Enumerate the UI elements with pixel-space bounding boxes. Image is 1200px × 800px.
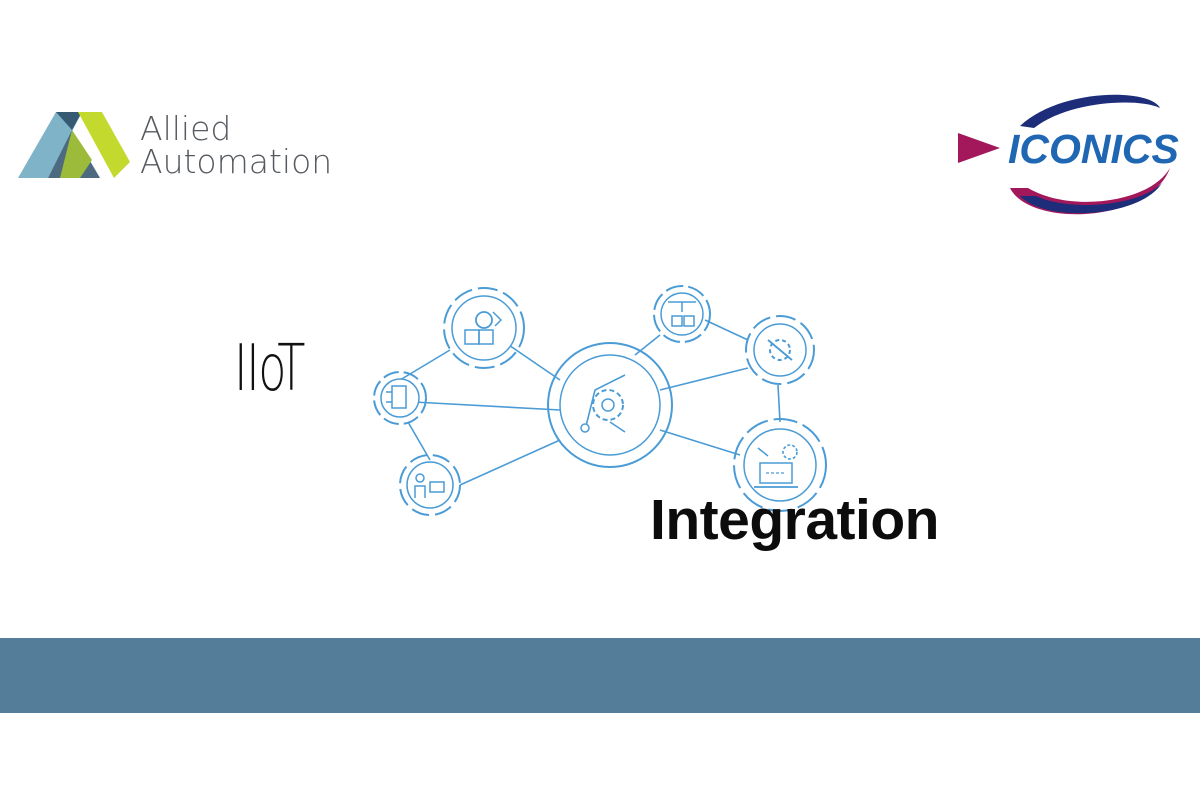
link-line <box>659 429 741 456</box>
iconics-wordmark: ICONICS <box>1008 126 1179 172</box>
integration-title: Integration <box>650 488 940 552</box>
factory-gear-icon <box>443 287 525 369</box>
iiot-title: IIoT <box>234 332 305 406</box>
link-line <box>704 319 749 341</box>
gear-wrench-icon <box>745 315 815 385</box>
iconics-swoosh <box>958 94 1170 215</box>
allied-automation-logo: Allied Automation <box>18 112 338 184</box>
robot-gear-hub-icon <box>547 342 673 468</box>
allied-word-line1: Allied <box>140 109 232 148</box>
laptop-robot-icon <box>733 418 827 512</box>
robot-arm-icon <box>373 371 427 425</box>
allied-triangle-mark <box>18 112 130 178</box>
link-line <box>634 334 661 356</box>
iconics-logo: ICONICS <box>950 88 1195 228</box>
allied-wordmark: Allied Automation <box>140 112 332 178</box>
link-line <box>777 384 781 423</box>
link-line <box>659 367 749 391</box>
conveyor-crane-icon <box>653 285 711 343</box>
worker-machine-icon <box>399 454 461 516</box>
link-line <box>407 421 431 461</box>
link-line <box>399 349 451 381</box>
footer-band <box>0 638 1200 713</box>
link-line <box>459 439 561 486</box>
allied-word-line2: Automation <box>140 142 333 181</box>
link-line <box>413 401 561 411</box>
iiot-network-diagram <box>373 285 827 516</box>
